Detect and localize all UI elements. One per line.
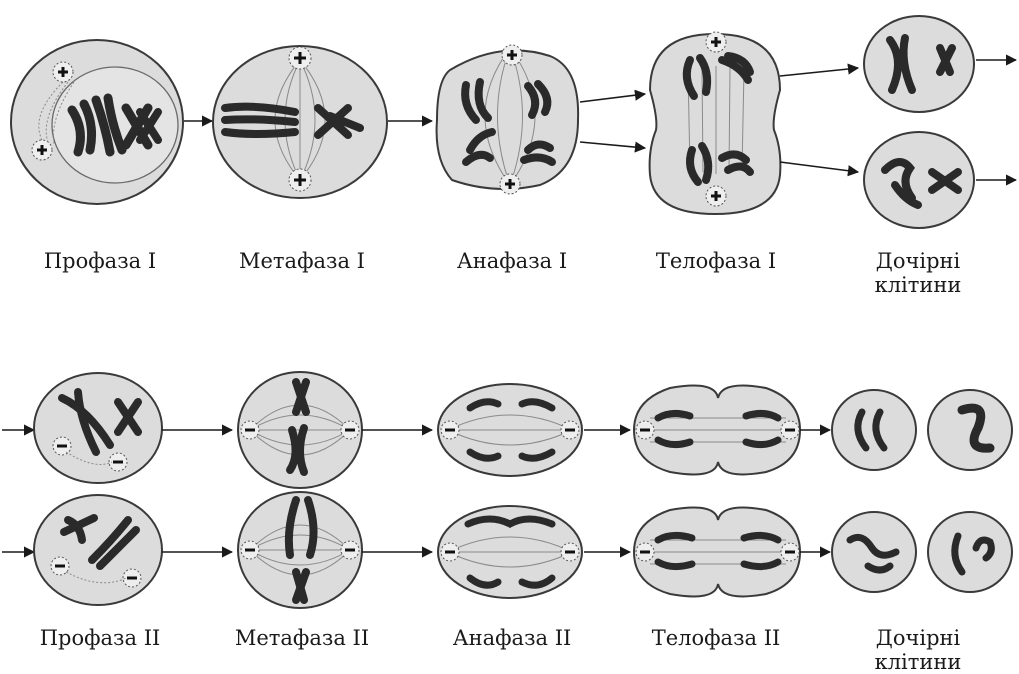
telophase-2-cell-b [634,508,800,597]
meiosis-2-row-a [2,372,1012,488]
centriole-icon [441,543,459,561]
prophase-1-cell [11,40,183,204]
daughter-cell-1a [864,16,974,112]
centriole-icon [241,541,259,559]
centriole-icon [500,174,520,194]
stage-label-anaphase-1: Анафаза I [432,249,592,273]
stage-label-telophase-1: Телофаза I [636,249,796,273]
telophase-2-cell-a [634,386,800,475]
stage-label-telophase-2: Телофаза II [636,626,796,650]
prophase-2-cell-b [34,495,162,605]
centriole-icon [561,543,579,561]
anaphase-1-cell [437,45,579,194]
metaphase-1-cell [213,46,387,198]
stage-label-daughter-cells-1: Дочірні клітини [858,249,978,297]
centriole-icon [289,47,311,69]
centriole-icon [781,421,799,439]
daughter-cell-1b [864,132,974,228]
arrow [780,68,858,76]
stage-label-daughter-cells-2: Дочірні клітини [858,626,978,674]
telophase-1-cell [650,32,781,214]
daughter-cell-2b2 [928,512,1012,592]
anaphase-2-cell-b [438,506,582,598]
centriole-icon [706,32,726,52]
centriole-icon [123,569,141,587]
centriole-icon [636,421,654,439]
centriole-icon [502,45,522,65]
daughter-cell-2a2 [928,390,1012,470]
daughter-cell-2b1 [832,512,916,592]
meiosis-2-row-b [2,492,1012,608]
centriole-icon [289,169,311,191]
centriole-icon [781,543,799,561]
arrow [580,142,645,148]
centriole-icon [341,541,359,559]
centriole-icon [706,186,726,206]
centriole-icon [32,140,52,160]
centriole-icon [53,62,73,82]
arrow [580,94,645,102]
stage-label-metaphase-1: Метафаза I [222,249,382,273]
arrow [780,162,858,172]
stage-label-metaphase-2: Метафаза II [222,626,382,650]
daughter-cell-2a1 [832,390,916,470]
centriole-icon [53,437,71,455]
centriole-icon [241,421,259,439]
anaphase-2-cell-a [438,384,582,476]
metaphase-2-cell-b [238,492,362,608]
stage-label-prophase-2: Профаза II [20,626,180,650]
centriole-icon [341,421,359,439]
centriole-icon [441,421,459,439]
prophase-2-cell-a [34,373,162,483]
meiosis-1-row [11,16,1016,228]
centriole-icon [561,421,579,439]
stage-label-prophase-1: Профаза I [20,249,180,273]
stage-label-anaphase-2: Анафаза II [432,626,592,650]
metaphase-2-cell-a [238,372,362,488]
centriole-icon [636,543,654,561]
